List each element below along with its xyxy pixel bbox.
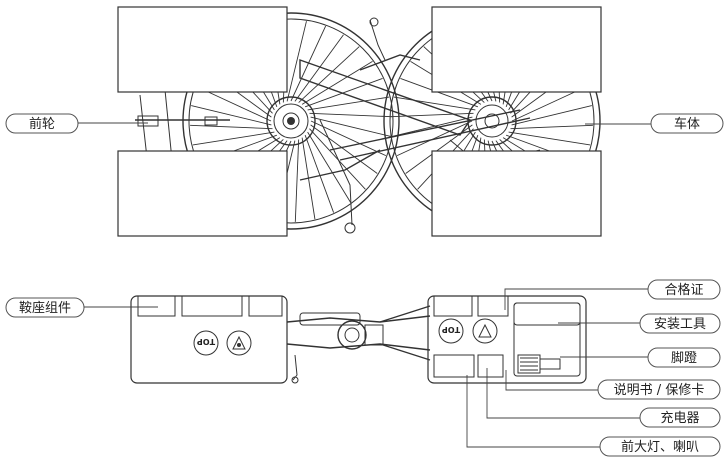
foam-blocks	[117, 6, 602, 237]
callout-tools: 安装工具	[558, 313, 721, 334]
callout-manual: 说明书 / 保修卡	[505, 370, 721, 400]
wheel-spoke	[510, 124, 593, 130]
wheel-spoke	[511, 105, 592, 126]
callout-pedals: 脚蹬	[560, 347, 721, 368]
foam-block-bottom-right	[431, 150, 602, 237]
handlebar-assembly	[286, 305, 431, 384]
front-wheel-label: 前轮	[29, 116, 55, 132]
wheel-spoke	[310, 124, 378, 174]
wheel-spoke	[393, 96, 476, 111]
accessory-layout: TOP TOP	[130, 295, 587, 384]
certificate-label: 合格证	[664, 282, 703, 298]
wheel-spoke	[294, 139, 300, 222]
wheel-spoke	[307, 96, 390, 111]
headlight-horn-label: 前大灯、喇叭	[621, 439, 699, 455]
bicycle-top-view	[117, 6, 602, 237]
wheel-spoke	[396, 120, 473, 157]
top-mark-right: TOP	[442, 325, 460, 334]
wheel-spoke	[190, 124, 273, 130]
callout-frame: 车体	[585, 113, 724, 134]
wheel-spoke	[304, 77, 383, 108]
wheel-spoke	[307, 131, 352, 203]
frame-label: 车体	[674, 116, 700, 132]
wheel-spoke	[400, 77, 479, 108]
wheel-spoke	[301, 60, 373, 105]
wheel-spoke	[391, 112, 474, 118]
wheel-spoke	[309, 128, 366, 190]
wheel-spoke	[310, 116, 391, 137]
wheel-spoke	[192, 131, 275, 146]
foam-block-top-right	[431, 6, 602, 93]
wheel-spoke	[298, 46, 360, 103]
left-accessory-foam: TOP	[130, 295, 288, 384]
callout-charger: 充电器	[486, 368, 721, 428]
charger-label: 充电器	[660, 410, 699, 426]
callout-front-wheel: 前轮	[5, 113, 148, 134]
manual-warranty-label: 说明书 / 保修卡	[614, 383, 705, 398]
foam-block-top-left	[117, 6, 288, 93]
wheel-spoke	[508, 131, 591, 146]
callout-saddle: 鞍座组件	[5, 297, 158, 318]
wheel-spoke	[392, 116, 473, 137]
wheel-spoke	[309, 112, 392, 118]
callout-headlight: 前大灯、喇叭	[466, 375, 721, 457]
top-mark-left: TOP	[197, 337, 215, 346]
saddle-assembly-label: 鞍座组件	[19, 300, 71, 316]
wheel-spoke	[304, 134, 335, 213]
wheel-spoke	[191, 105, 272, 126]
foam-block-bottom-left	[117, 150, 288, 237]
callout-certificate: 合格证	[504, 279, 721, 310]
right-accessory-foam: TOP	[427, 295, 587, 384]
install-tools-label: 安装工具	[654, 317, 706, 332]
pedals-label: 脚蹬	[671, 350, 697, 366]
wheel-spoke	[286, 21, 307, 102]
wheel-spoke	[294, 34, 344, 102]
